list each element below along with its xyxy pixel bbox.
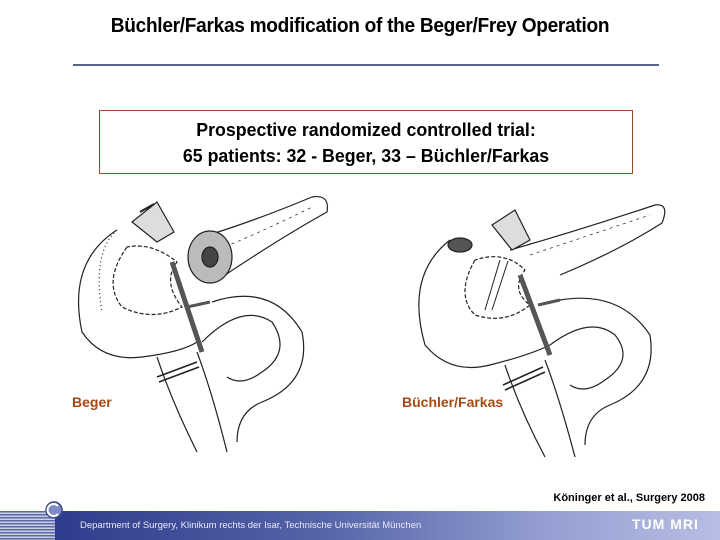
trial-summary-box: Prospective randomized controlled trial:…: [99, 110, 633, 174]
beger-label: Beger: [72, 394, 112, 410]
trial-line-2: 65 patients: 32 - Beger, 33 – Büchler/Fa…: [182, 145, 550, 166]
department-logo-icon: [44, 500, 64, 520]
footer-stripes: [0, 511, 55, 540]
footer-department-text: Department of Surgery, Klinikum rechts d…: [80, 520, 422, 531]
buechler-farkas-label: Büchler/Farkas: [402, 394, 504, 410]
trial-line-1: Prospective randomized controlled trial:: [196, 119, 536, 140]
citation: Köninger et al., Surgery 2008: [553, 492, 705, 504]
buechler-farkas-illustration: [400, 195, 680, 460]
tum-mri-logo: TUM MRI: [632, 516, 699, 532]
footer-band: [55, 511, 720, 540]
title-divider: [73, 64, 659, 66]
slide-title: Büchler/Farkas modification of the Beger…: [110, 14, 610, 37]
beger-illustration: [62, 192, 337, 457]
